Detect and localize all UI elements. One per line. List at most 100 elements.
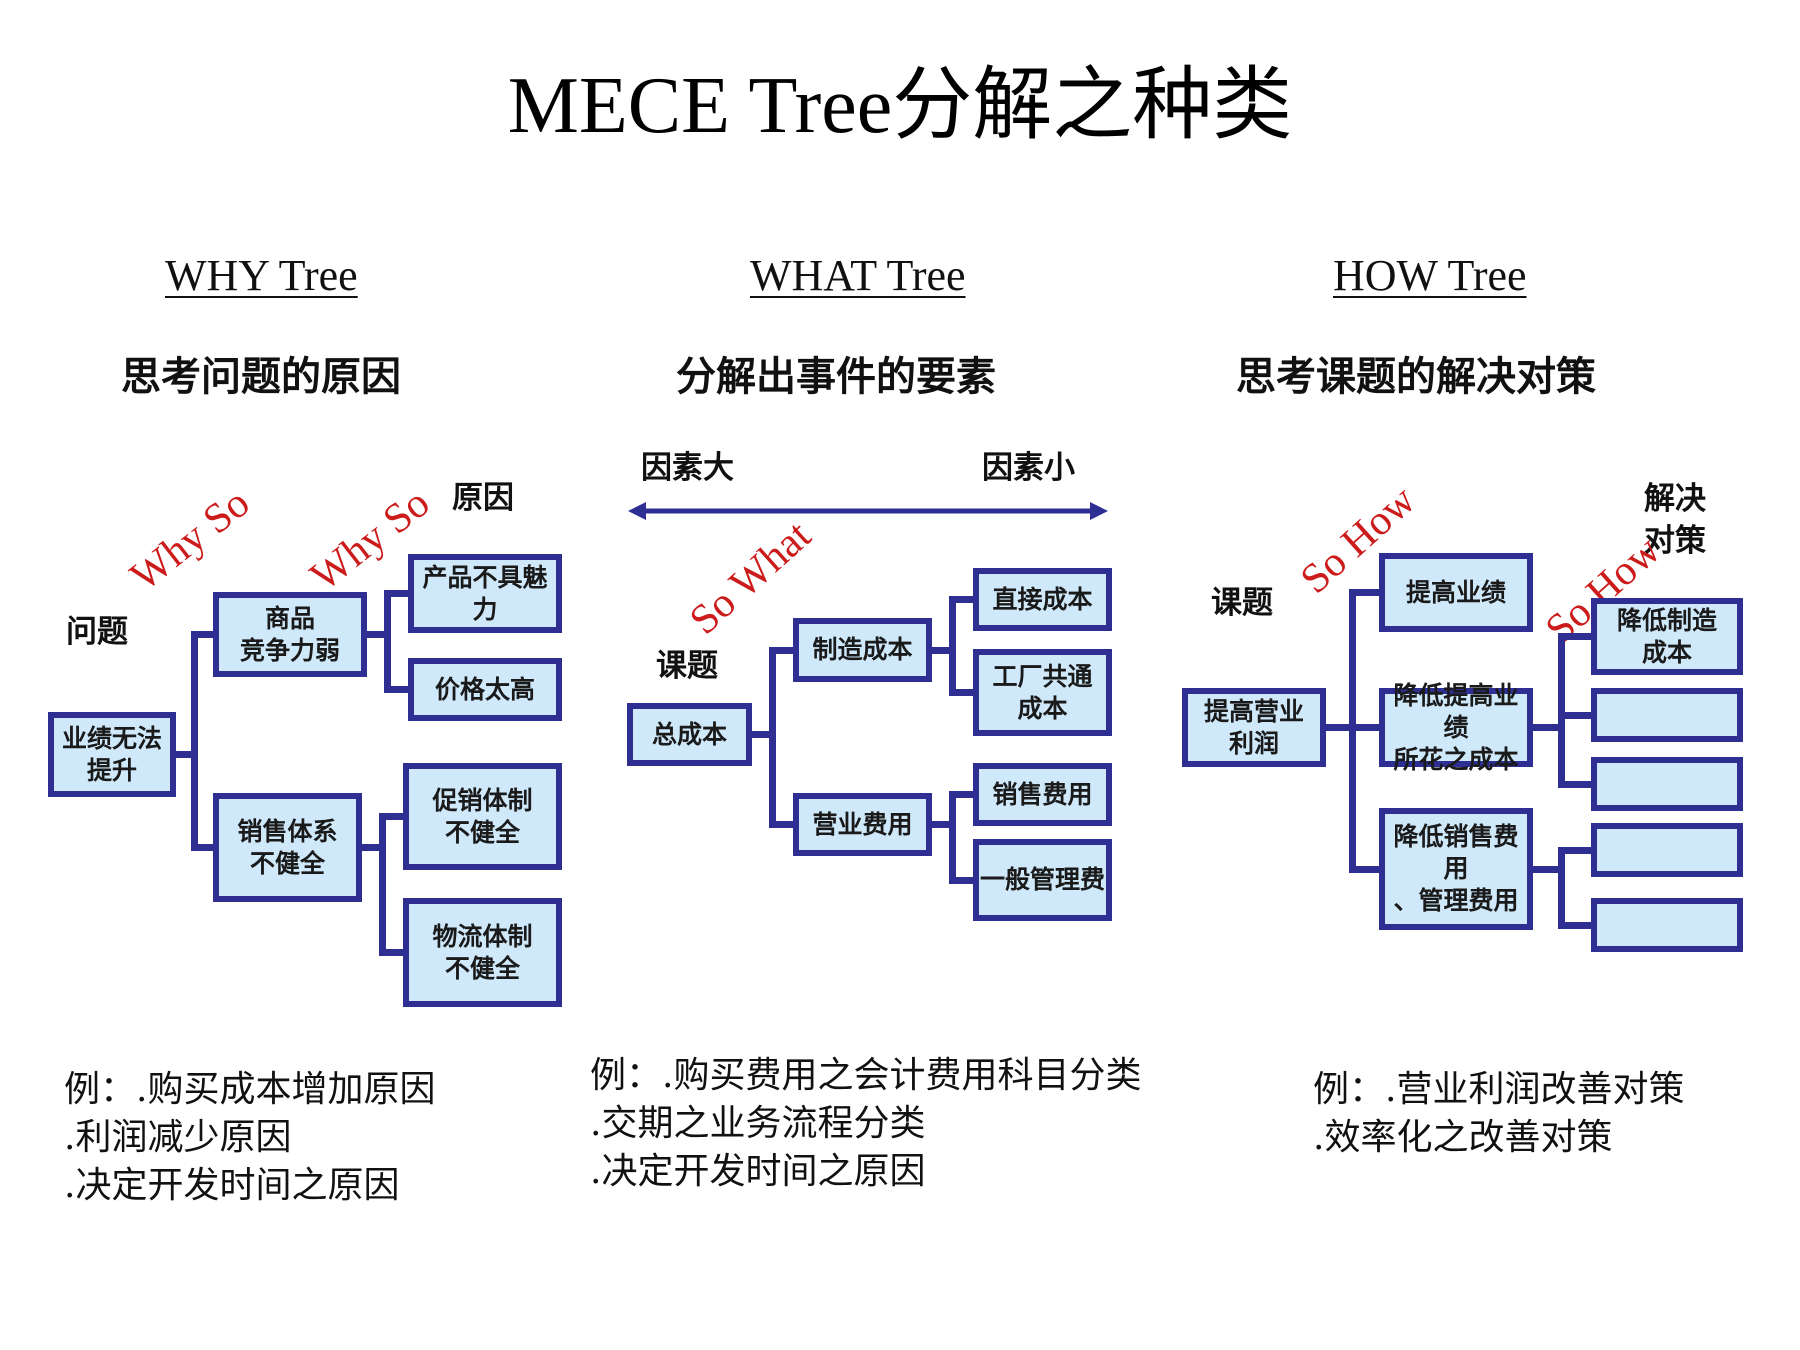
why-connector-b1c2 (383, 686, 410, 693)
what-node-label: 工厂共通 成本 (992, 661, 1093, 723)
why-connector-trunk-b1 (383, 590, 391, 693)
how-connector-trunk-b3 (1557, 846, 1565, 929)
what-node-label: 营业费用 (812, 809, 913, 839)
what-connector-trunk-b1 (948, 596, 956, 696)
factor-scale-arrow (628, 502, 1108, 520)
how-connector-b2 (1533, 724, 1565, 731)
why-connector-b1c1 (383, 590, 410, 597)
what-examples: 例：.购买费用之会计费用科目分类 .交期之业务流程分类 .决定开发时间之原因 (590, 1052, 1141, 1196)
what-node-b2: 营业费用 (793, 793, 932, 856)
how-connector-b2c2 (1557, 711, 1593, 719)
page-title: MECE Tree分解之种类 (507, 62, 1293, 150)
how-node-label: 降低制造 成本 (1616, 605, 1717, 667)
how-node-label: 提高营业 利润 (1203, 696, 1304, 758)
why-node-b1c2: 价格太高 (408, 658, 562, 721)
why-connector-trunk-b2 (378, 813, 386, 956)
why-node-label: 促销体制 不健全 (432, 785, 533, 847)
why-cause-label: 原因 (452, 480, 514, 516)
what-node-label: 销售费用 (992, 779, 1093, 809)
why-node-b2c2: 物流体制 不健全 (403, 898, 562, 1007)
what-node-b2c2: 一般管理费 (973, 839, 1112, 921)
how-connector-b2c3 (1557, 780, 1593, 788)
how-node-label: 降低提高业绩 所花之成本 (1393, 680, 1519, 774)
why-connector-b2 (190, 844, 215, 851)
why-connector-b2c1 (378, 813, 405, 820)
what-node-b1c1: 直接成本 (973, 568, 1112, 631)
what-node-root: 总成本 (627, 703, 752, 766)
how-examples: 例：.营业利润改善对策 .效率化之改善对策 (1313, 1066, 1684, 1162)
why-connector-b2c2 (378, 949, 405, 956)
why-example-item: .利润减少原因 (64, 1117, 292, 1158)
why-node-label: 销售体系 不健全 (237, 816, 338, 878)
how-topic-label: 课题 (1211, 585, 1273, 621)
why-node-label: 商品 竞争力弱 (239, 603, 340, 665)
why-node-b1: 商品 竞争力弱 (213, 592, 367, 677)
why-tree-subtitle: 思考问题的原因 (121, 353, 401, 400)
what-connector-b2 (768, 821, 795, 828)
factor-large-label: 因素大 (641, 450, 734, 486)
what-connector-b1c2 (948, 689, 975, 696)
how-node-b3: 降低销售费用 、管理费用 (1379, 808, 1533, 930)
what-connector-root (752, 731, 776, 738)
how-node-b3c1 (1591, 823, 1743, 877)
why-node-label: 产品不具魅力 (422, 562, 548, 624)
what-connector-b1 (768, 646, 795, 654)
factor-small-label: 因素小 (982, 450, 1075, 486)
what-connector-b1c1 (948, 596, 975, 603)
why-example-item: 例：.购买成本增加原因 (64, 1069, 436, 1110)
why-node-b2c1: 促销体制 不健全 (403, 763, 562, 870)
what-connector-b2c1 (948, 791, 975, 798)
how-connector-b3c2 (1557, 921, 1593, 929)
what-connector-b2c2 (948, 876, 975, 884)
arrow-left-head-icon (628, 502, 646, 520)
what-node-b1: 制造成本 (793, 618, 932, 682)
how-tree-heading: HOW Tree (1333, 251, 1527, 300)
what-example-item: 例：.购买费用之会计费用科目分类 (590, 1055, 1142, 1096)
how-node-label: 降低销售费用 、管理费用 (1393, 822, 1519, 915)
why-node-label: 价格太高 (434, 674, 535, 704)
how-connector-b2c1 (1557, 633, 1593, 640)
how-connector-b3 (1348, 865, 1381, 873)
what-example-item: .决定开发时间之原因 (590, 1151, 926, 1192)
why-node-b2: 销售体系 不健全 (213, 793, 362, 902)
how-tree-subtitle: 思考课题的解决对策 (1236, 353, 1596, 400)
why-node-label: 物流体制 不健全 (432, 921, 533, 983)
what-node-label: 直接成本 (992, 584, 1093, 614)
why-node-b1c1: 产品不具魅力 (408, 554, 562, 633)
how-connector-b1 (1348, 589, 1381, 596)
how-node-root: 提高营业 利润 (1182, 688, 1326, 767)
how-connector-b3c1 (1557, 846, 1593, 854)
why-node-root: 业绩无法 提升 (48, 712, 176, 797)
why-tree-heading: WHY Tree (165, 251, 358, 300)
how-node-b3c2 (1591, 898, 1743, 952)
how-node-b1: 提高业绩 (1379, 553, 1533, 632)
how-node-label: 提高业绩 (1405, 577, 1506, 607)
what-node-b2c1: 销售费用 (973, 763, 1112, 826)
why-node-label: 业绩无法 提升 (61, 723, 162, 785)
how-solution-label: 解决 对策 (1644, 481, 1706, 559)
why-example-item: .决定开发时间之原因 (64, 1165, 400, 1206)
why-examples: 例：.购买成本增加原因 .利润减少原因 .决定开发时间之原因 (64, 1066, 435, 1210)
how-node-b2c2 (1591, 688, 1743, 742)
why-connector-b1 (367, 631, 391, 638)
why-connector-trunk-root (190, 631, 198, 851)
how-example-item: 例：.营业利润改善对策 (1313, 1069, 1685, 1110)
what-tree-subtitle: 分解出事件的要素 (676, 353, 996, 400)
what-connector-trunk-b2 (948, 791, 956, 884)
how-node-b2c1: 降低制造 成本 (1591, 598, 1743, 675)
arrow-right-head-icon (1090, 502, 1108, 520)
what-node-label: 制造成本 (812, 635, 913, 664)
what-node-b1c2: 工厂共通 成本 (973, 649, 1112, 736)
why-problem-label: 问题 (66, 614, 128, 650)
how-connector-b3 (1533, 865, 1565, 873)
how-node-b2: 降低提高业绩 所花之成本 (1379, 681, 1533, 774)
why-so-annotation-1: Why So (122, 479, 259, 601)
what-node-label: 总成本 (651, 719, 727, 749)
why-connector-root (176, 751, 198, 758)
how-node-b2c3 (1591, 757, 1743, 811)
why-connector-b1 (190, 631, 215, 638)
what-tree-heading: WHAT Tree (750, 251, 966, 300)
what-connector-b1 (932, 646, 956, 654)
how-example-item: .效率化之改善对策 (1313, 1117, 1613, 1158)
what-connector-b2 (932, 821, 956, 828)
